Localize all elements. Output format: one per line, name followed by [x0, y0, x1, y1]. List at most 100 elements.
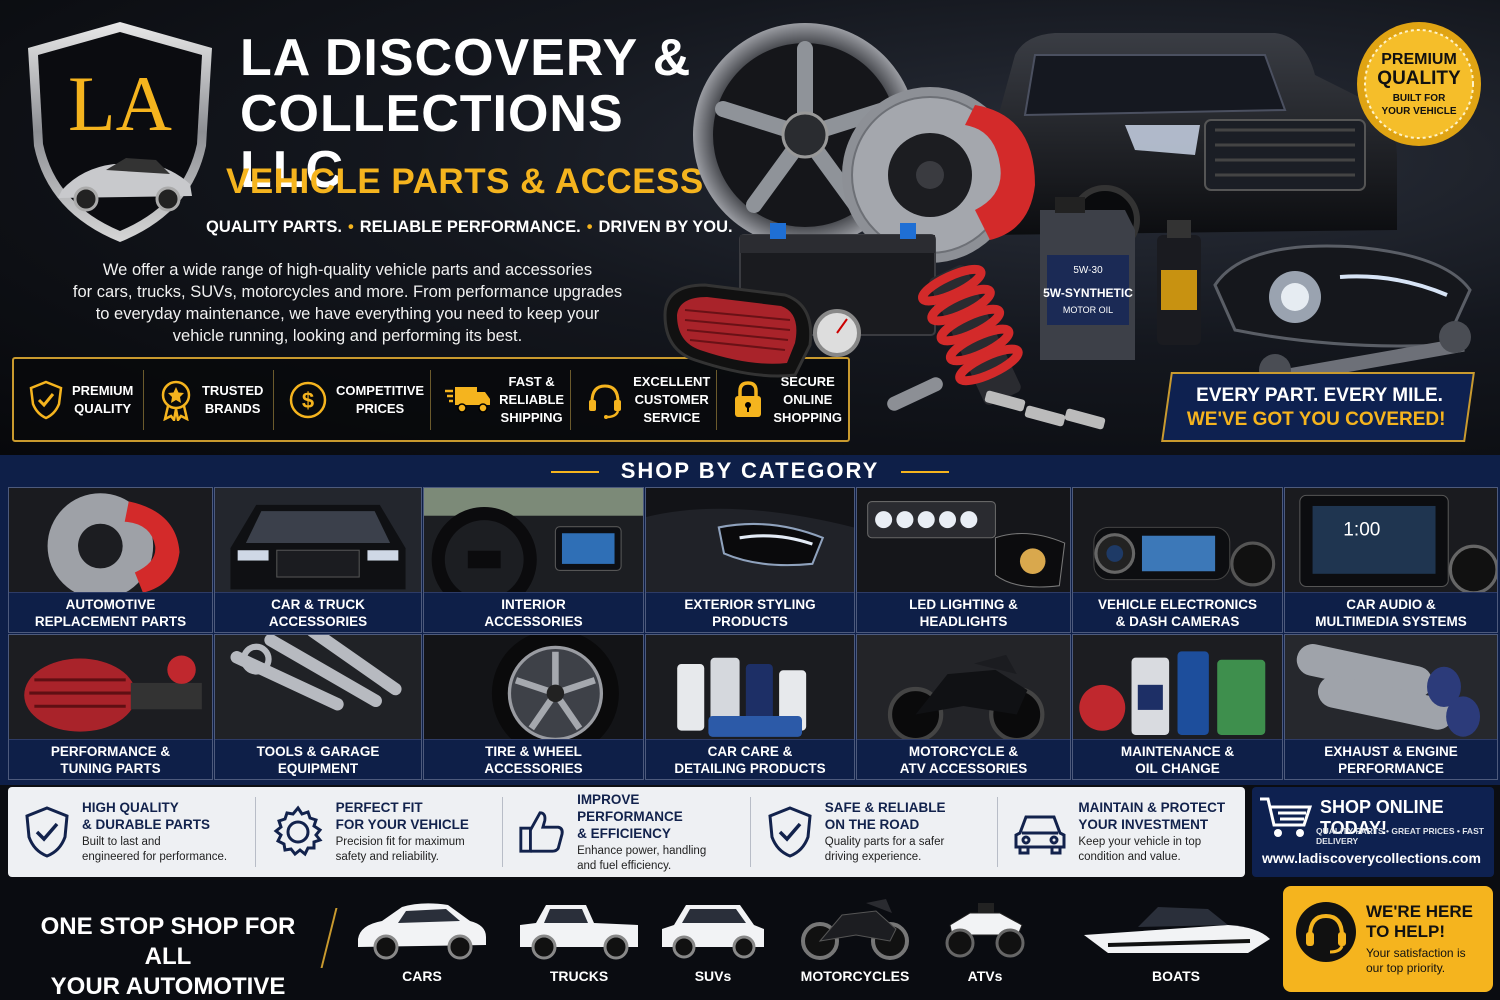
vehicle-label: TRUCKS [549, 968, 609, 984]
vehicle-trucks[interactable]: TRUCKS [516, 895, 642, 984]
tagline-part: QUALITY PARTS. [206, 218, 342, 236]
shopping-cart-icon [1260, 797, 1313, 837]
category-motorcycle-atv-accessories[interactable]: MOTORCYCLE &ATV ACCESSORIES [856, 634, 1071, 780]
vehicle-label: ATVs [967, 968, 1003, 984]
category-label: LED LIGHTING &HEADLIGHTS [857, 592, 1070, 632]
slogan-line: YOUR AUTOMOTIVE NEEDS! [50, 973, 286, 1000]
benefit-title: HIGH QUALITY [82, 800, 179, 815]
covered-banner: EVERY PART. EVERY MILE. WE'VE GOT YOU CO… [1161, 372, 1475, 442]
category-maintenance-oil-change[interactable]: MAINTENANCE &OIL CHANGE [1072, 634, 1283, 780]
category-label-line: AUTOMOTIVE [65, 596, 156, 612]
sedan-icon [358, 903, 486, 960]
category-performance-tuning-parts[interactable]: PERFORMANCE &TUNING PARTS [8, 634, 213, 780]
category-label-line: CAR & TRUCK [271, 596, 365, 612]
category-title-text: SHOP BY CATEGORY [620, 458, 880, 483]
vehicle-atvs[interactable]: ATVs [940, 895, 1030, 984]
feature-label: COMPETITIVE [335, 382, 425, 398]
oil-label-line: 5W-SYNTHETIC [1043, 286, 1133, 300]
category-label-line: HEADLIGHTS [919, 613, 1008, 629]
category-car-audio-multimedia[interactable]: 1:00 CAR AUDIO &MULTIMEDIA SYSTEMS [1284, 487, 1498, 633]
category-label-line: OIL CHANGE [1135, 760, 1220, 776]
air-filter-illustration [663, 283, 813, 378]
oil-bottles-photo [1073, 635, 1282, 743]
headset-icon [589, 383, 622, 419]
vehicle-label: CARS [402, 968, 442, 984]
vehicle-cars[interactable]: CARS [352, 895, 492, 984]
tire-wheel-photo [424, 635, 643, 743]
feature-label: CUSTOMER [634, 391, 709, 407]
category-label-line: CAR AUDIO & [1346, 596, 1436, 612]
medal-star-icon [161, 380, 191, 421]
feature-label: ONLINE [783, 391, 833, 407]
benefit-desc: engineered for performance. [82, 851, 228, 863]
category-label: PERFORMANCE &TUNING PARTS [9, 739, 212, 779]
thumbs-up-icon [519, 811, 564, 853]
shop-online-box[interactable] [1252, 787, 1494, 877]
feature-label: RELIABLE [499, 391, 565, 407]
category-label-line: CAR CARE & [707, 743, 793, 759]
category-label-line: ACCESSORIES [484, 613, 583, 629]
vehicle-suvs[interactable]: SUVs [658, 895, 768, 984]
category-led-lighting-headlights[interactable]: LED LIGHTING &HEADLIGHTS [856, 487, 1071, 633]
feature-label: BRANDS [204, 400, 261, 416]
help-title-line: WE'RE HERE [1366, 902, 1473, 921]
category-label-line: ATV ACCESSORIES [899, 760, 1028, 776]
badge-line: BUILT FOR [1393, 93, 1446, 104]
truck-illustration [985, 33, 1397, 255]
category-vehicle-electronics-dash-cameras[interactable]: VEHICLE ELECTRONICS& DASH CAMERAS [1072, 487, 1283, 633]
boat-icon [1084, 907, 1270, 953]
company-name-line2: COLLECTIONS LLC [240, 85, 624, 199]
suv-icon [662, 905, 764, 959]
covered-line: WE'VE GOT YOU COVERED! [1186, 409, 1446, 430]
detailing-bottles-photo [646, 635, 854, 743]
feature-label: SERVICE [643, 409, 701, 425]
vehicle-boats[interactable]: BOATS [1078, 895, 1274, 984]
badge-line: YOUR VEHICLE [1381, 106, 1456, 117]
oil-label-line: MOTOR OIL [1063, 305, 1113, 315]
shock-absorber-illustration [918, 264, 1023, 405]
performance-filter-photo [9, 635, 212, 743]
category-label-line: TUNING PARTS [60, 760, 161, 776]
intro-line: for cars, trucks, SUVs, motorcycles and … [72, 283, 623, 301]
category-label-line: VEHICLE ELECTRONICS [1097, 596, 1257, 612]
website-url-link[interactable]: www.ladiscoverycollections.com [1262, 850, 1481, 866]
benefit-title: & DURABLE PARTS [82, 817, 210, 832]
stereo-display: 1:00 [1343, 520, 1380, 541]
headset-icon [1296, 902, 1356, 962]
vehicle-label: SUVs [694, 968, 732, 984]
motorcycle-icon [801, 899, 909, 960]
benefit-title: IMPROVE PERFORMANCE [577, 791, 683, 824]
category-car-care-detailing[interactable]: CAR CARE &DETAILING PRODUCTS [645, 634, 855, 780]
category-label-line: INTERIOR [501, 596, 566, 612]
category-label-line: MULTIMEDIA SYSTEMS [1315, 613, 1467, 629]
dash-camera-photo [1073, 488, 1282, 596]
feature-label: PRICES [355, 400, 405, 416]
company-name-line1: LA DISCOVERY & [240, 29, 692, 87]
logo-letters: LA [68, 60, 172, 147]
steering-wheel-photo [424, 488, 643, 596]
intro-line: vehicle running, looking and performing … [172, 327, 523, 345]
category-label-line: TOOLS & GARAGE [256, 743, 380, 759]
brake-disc-illustration [842, 87, 1035, 263]
shield-check-icon [768, 806, 812, 858]
benefit-title: PERFECT FIT [335, 800, 423, 815]
tools-photo [215, 635, 421, 743]
gear-icon [273, 805, 323, 857]
vehicle-motorcycles[interactable]: MOTORCYCLES [796, 895, 914, 984]
delivery-truck-icon [445, 386, 491, 413]
intro-text: We offer a wide range of high-quality ve… [40, 259, 655, 347]
headlight-illustration [1213, 244, 1472, 348]
benefits-strip: HIGH QUALITY& DURABLE PARTS Built to las… [8, 787, 1245, 877]
tagline-part: DRIVEN BY YOU. [598, 218, 733, 236]
